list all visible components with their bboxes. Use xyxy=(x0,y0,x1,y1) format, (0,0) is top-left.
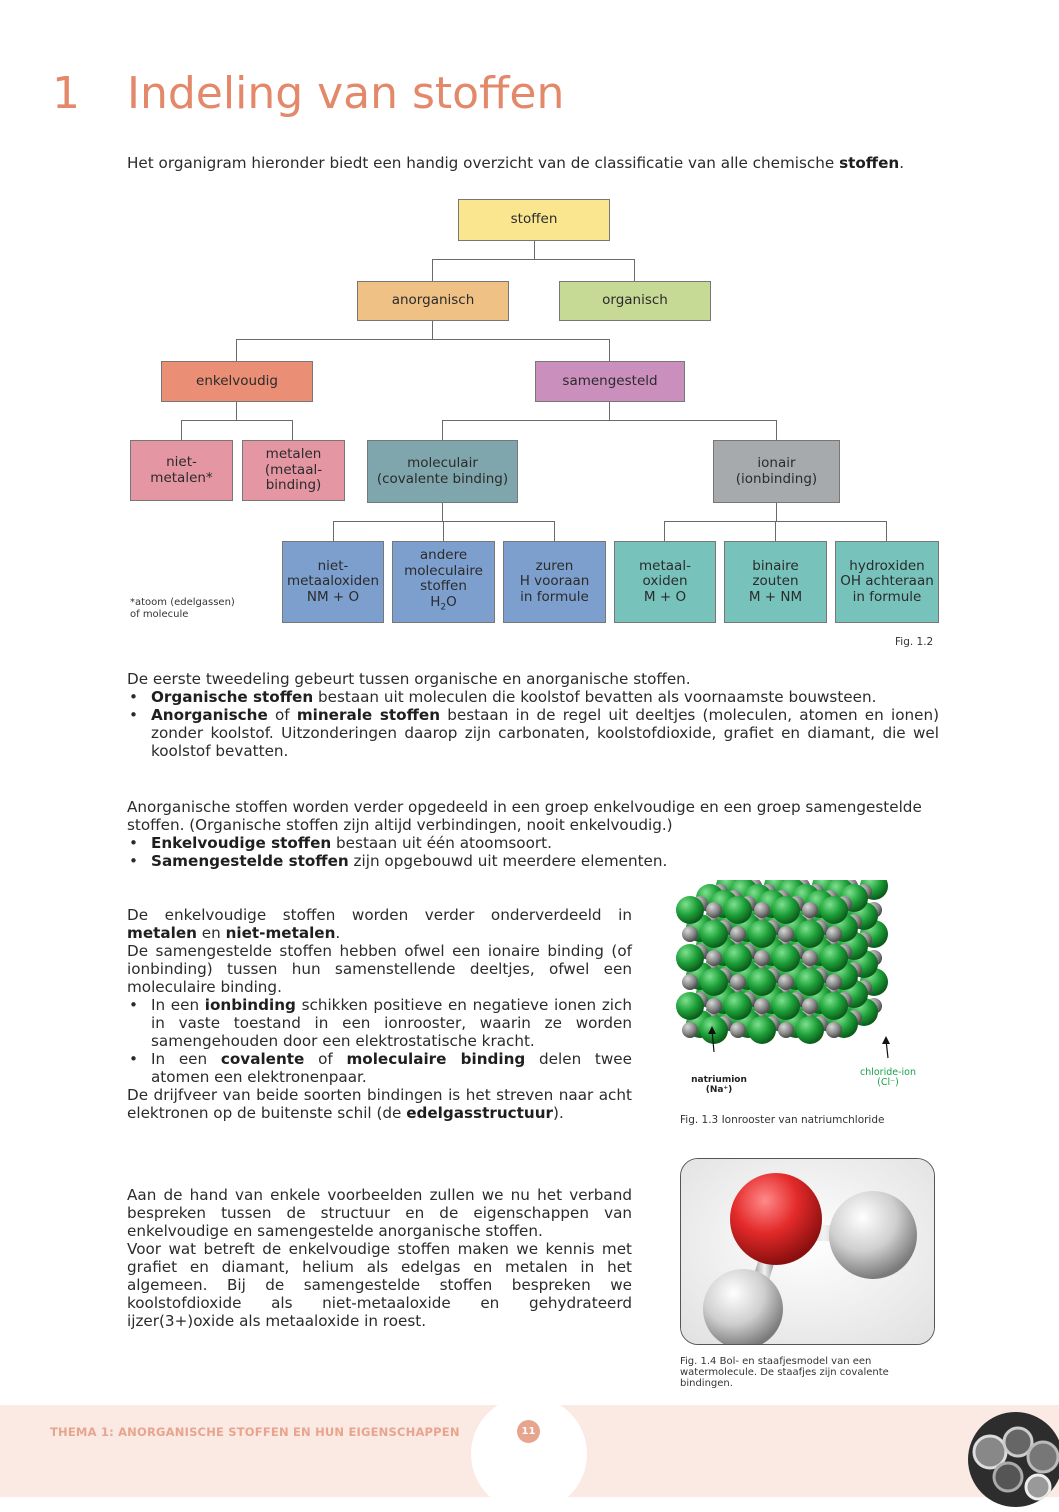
intro-paragraph: Het organigram hieronder biedt een handi… xyxy=(127,154,927,172)
water-molecule-image xyxy=(681,1159,934,1344)
chloride-ion-sphere xyxy=(748,1016,776,1044)
chloride-ion-sphere xyxy=(820,992,848,1020)
chloride-ion-sphere xyxy=(796,968,824,996)
sodium-ion-sphere xyxy=(682,1022,698,1038)
p3-line-2: De samengestelde stoffen hebben ofwel ee… xyxy=(127,942,632,996)
sodium-ion-sphere xyxy=(730,1022,746,1038)
chloride-ion-sphere xyxy=(772,896,800,924)
sodium-ion-sphere xyxy=(682,926,698,942)
sodium-ion-sphere xyxy=(754,950,770,966)
sodium-ion-sphere xyxy=(802,998,818,1014)
chloride-ion-sphere xyxy=(820,944,848,972)
paragraph-1: De eerste tweedeling gebeurt tussen orga… xyxy=(127,670,939,760)
fig14-water-molecule xyxy=(680,1158,935,1345)
footer-theme-title: THEMA 1: ANORGANISCHE STOFFEN EN HUN EIG… xyxy=(50,1425,460,1439)
p1-text: De eerste tweedeling gebeurt tussen orga… xyxy=(127,670,691,688)
node-organisch: organisch xyxy=(559,281,711,321)
p2-bullet-1: Enkelvoudige stoffen bestaan uit één ato… xyxy=(127,834,939,852)
sodium-ion-sphere xyxy=(826,974,842,990)
paragraph-3: De enkelvoudige stoffen worden verder on… xyxy=(127,906,632,1122)
chloride-ion-sphere xyxy=(676,944,704,972)
sodium-ion-sphere xyxy=(730,926,746,942)
sodium-ion-sphere xyxy=(682,974,698,990)
intro-bold: stoffen xyxy=(839,154,900,172)
intro-text: Het organigram hieronder biedt een handi… xyxy=(127,154,840,172)
sodium-ion-sphere xyxy=(802,950,818,966)
chloride-ion-sphere xyxy=(820,896,848,924)
chloride-ion-sphere xyxy=(700,968,728,996)
chloride-ion-sphere xyxy=(676,992,704,1020)
chapter-title: Indeling van stoffen xyxy=(127,68,565,119)
p4-line-1: Aan de hand van enkele voorbeelden zulle… xyxy=(127,1186,632,1240)
node-samengesteld: samengesteld xyxy=(535,361,685,402)
sodium-ion-sphere xyxy=(826,1022,842,1038)
p1-bullet-1: Organische stoffen bestaan uit moleculen… xyxy=(127,688,939,706)
diagram-footnote: *atoom (edelgassen)of molecule xyxy=(130,597,235,620)
intro-end: . xyxy=(899,154,905,172)
p3-bullet-1: In een ionbinding schikken positieve en … xyxy=(127,996,632,1050)
page-number-circle xyxy=(471,1396,587,1512)
sodium-ion-sphere xyxy=(778,1022,794,1038)
sodium-ion-sphere xyxy=(730,974,746,990)
sodium-ion-sphere xyxy=(778,974,794,990)
chloride-ion-sphere xyxy=(772,992,800,1020)
p1-bullet-2: Anorganische of minerale stoffen bestaan… xyxy=(127,706,939,760)
sodium-ion-sphere xyxy=(706,950,722,966)
sodium-ion-sphere xyxy=(706,998,722,1014)
chloride-ion-sphere xyxy=(748,920,776,948)
p3-bullet-2: In een covalente of moleculaire binding … xyxy=(127,1050,632,1086)
p4-line-2: Voor wat betreft de enkelvoudige stoffen… xyxy=(127,1240,632,1330)
chloride-ion-sphere xyxy=(700,920,728,948)
sodium-ion-sphere xyxy=(754,998,770,1014)
node-metalen: metalen(metaal-binding) xyxy=(242,440,345,501)
sodium-ion-sphere xyxy=(826,926,842,942)
chapter-number: 1 xyxy=(52,68,80,119)
p3-line-3: De drijfveer van beide soorten bindingen… xyxy=(127,1086,632,1122)
decorative-photo-icon xyxy=(968,1412,1059,1507)
chloride-ion-sphere xyxy=(724,896,752,924)
node-enkelvoudig: enkelvoudig xyxy=(161,361,313,402)
chloride-ion-sphere xyxy=(796,920,824,948)
chloride-ion-sphere xyxy=(772,944,800,972)
chloride-ion-sphere xyxy=(748,968,776,996)
node-anorganisch: anorganisch xyxy=(357,281,509,321)
page-number: 11 xyxy=(517,1420,540,1443)
node-stoffen: stoffen xyxy=(458,199,610,241)
fig13-caption: Fig. 1.3 Ionrooster van natriumchloride xyxy=(680,1114,885,1126)
paragraph-2: Anorganische stoffen worden verder opged… xyxy=(127,798,939,870)
node-ionair: ionair(ionbinding) xyxy=(713,440,840,503)
p2-bullet-2: Samengestelde stoffen zijn opgebouwd uit… xyxy=(127,852,939,870)
node-niet-metalen: niet-metalen* xyxy=(130,440,233,501)
node-moleculair: moleculair(covalente binding) xyxy=(367,440,518,503)
sodium-ion-sphere xyxy=(754,902,770,918)
chloride-ion-sphere xyxy=(796,1016,824,1044)
fig13-nacl-lattice: natriumion(Na⁺) chloride-ion(Cl⁻) xyxy=(672,872,942,1095)
label-natriumion: natriumion(Na⁺) xyxy=(691,1075,747,1095)
p2-text: Anorganische stoffen worden verder opged… xyxy=(127,798,922,834)
p3-line-1: De enkelvoudige stoffen worden verder on… xyxy=(127,906,632,942)
label-chloride-ion: chloride-ion(Cl⁻) xyxy=(859,1067,917,1088)
paragraph-4: Aan de hand van enkele voorbeelden zulle… xyxy=(127,1186,632,1330)
chloride-ion-sphere xyxy=(676,896,704,924)
chloride-ion-sphere xyxy=(724,944,752,972)
sodium-ion-sphere xyxy=(802,902,818,918)
sodium-ion-sphere xyxy=(778,926,794,942)
fig12-caption: Fig. 1.2 xyxy=(895,636,934,648)
sodium-ion-sphere xyxy=(706,902,722,918)
chloride-ion-sphere xyxy=(724,992,752,1020)
nacl-lattice-image xyxy=(676,872,890,1059)
